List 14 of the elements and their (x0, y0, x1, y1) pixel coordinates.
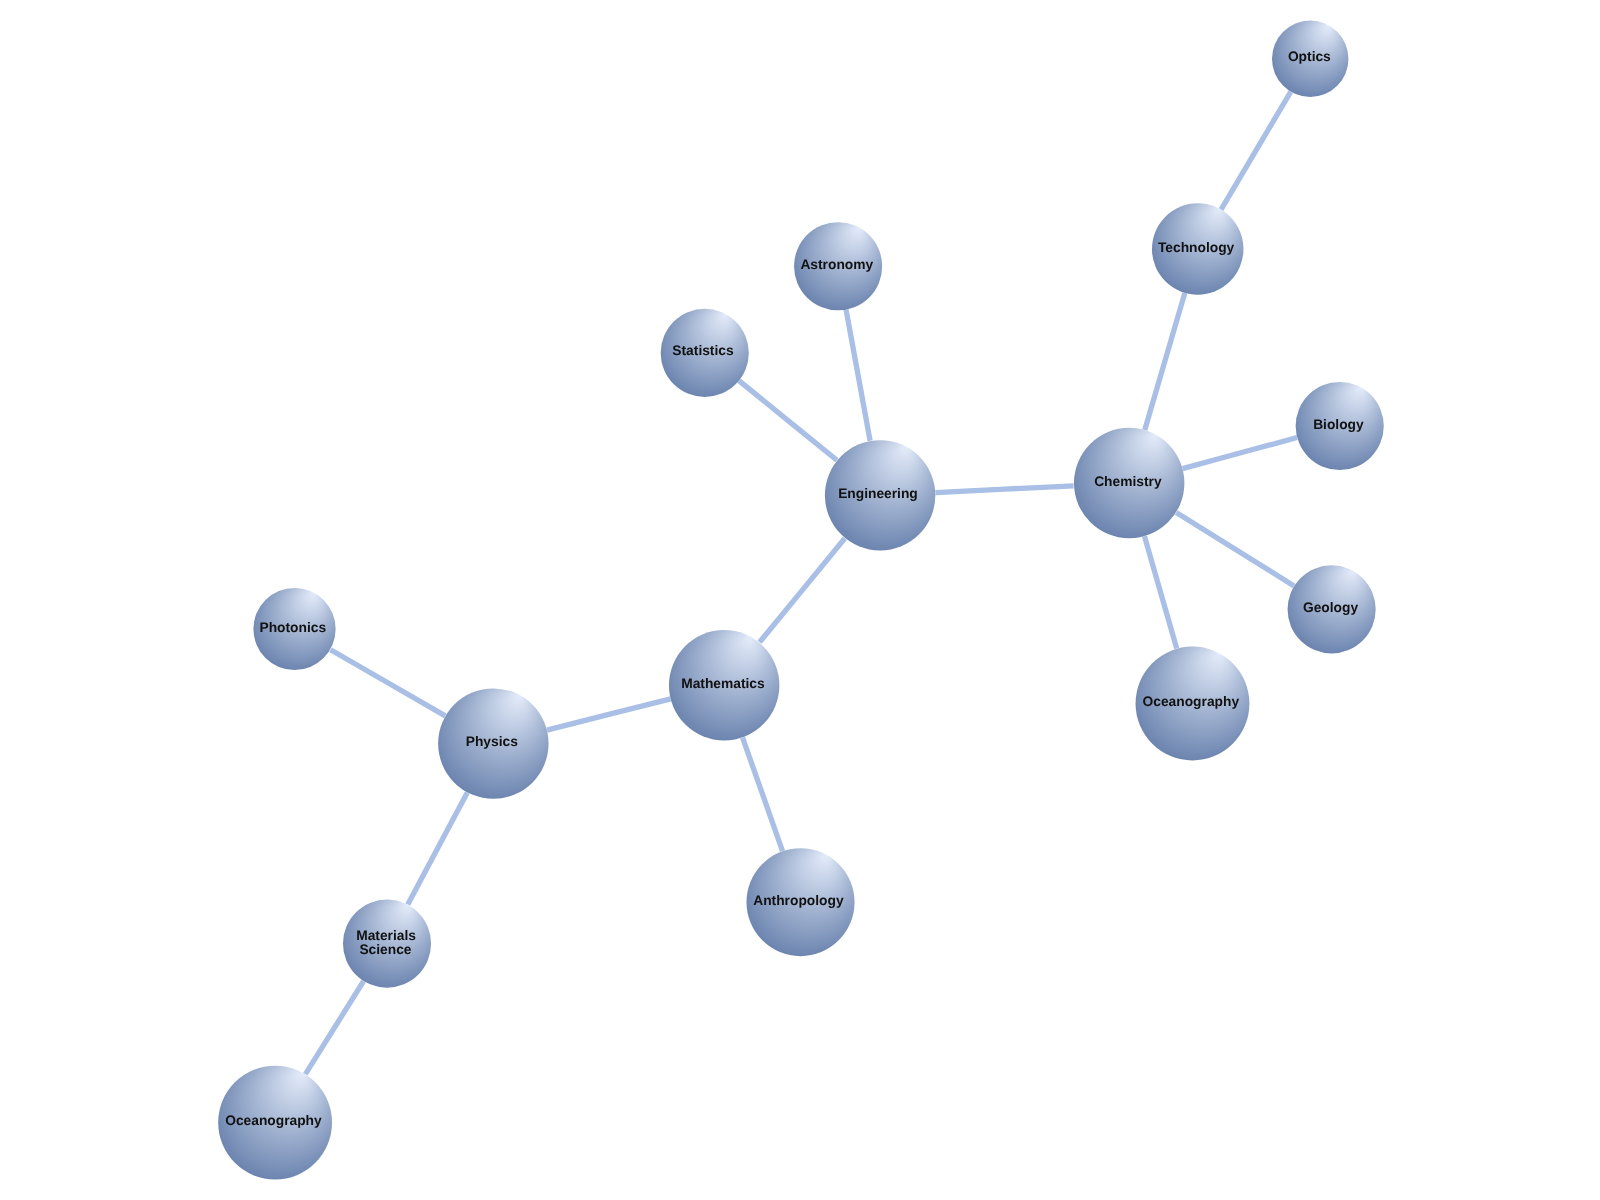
connector (739, 736, 784, 852)
connector (404, 791, 469, 906)
connector (302, 979, 365, 1076)
connector (1173, 510, 1295, 589)
connector (1140, 535, 1179, 650)
connector (1217, 90, 1292, 211)
connector (328, 647, 446, 719)
connector (736, 378, 838, 463)
connector (1180, 435, 1297, 472)
connector (756, 536, 846, 644)
connector (545, 696, 671, 733)
connector (842, 309, 872, 442)
connector (934, 483, 1073, 496)
connector (1141, 292, 1187, 431)
